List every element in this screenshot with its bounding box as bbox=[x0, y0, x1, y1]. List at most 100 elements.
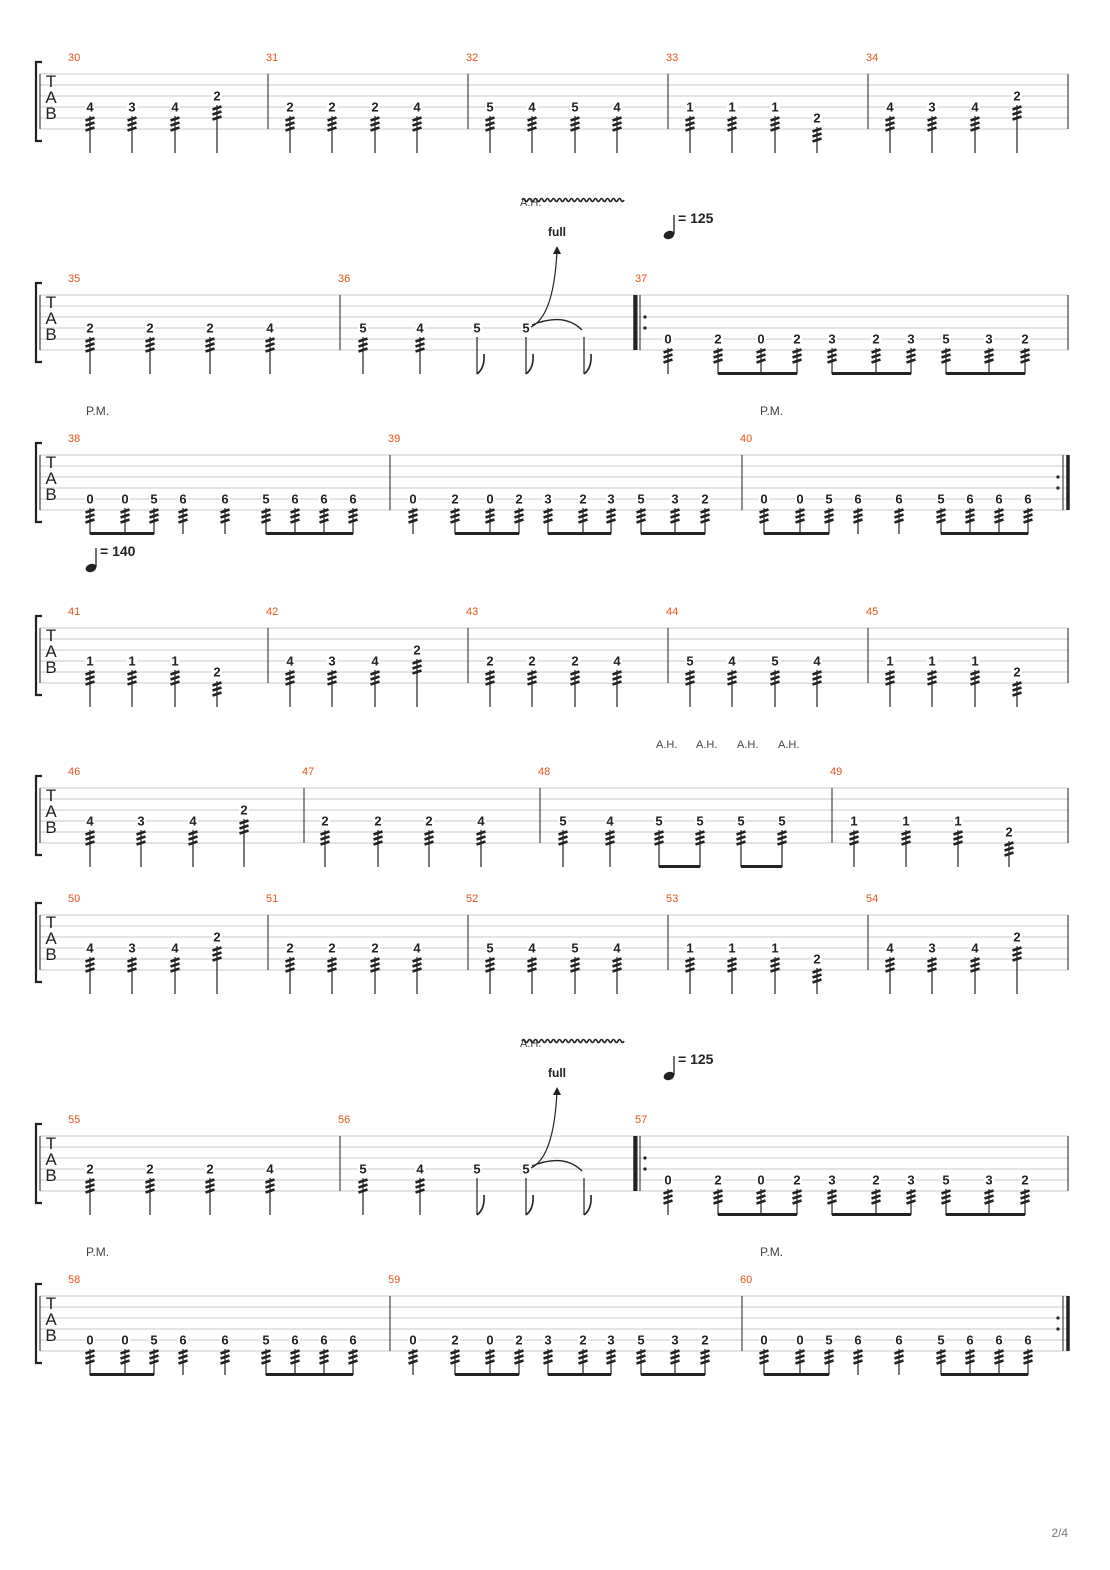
fret-background bbox=[777, 814, 787, 827]
tremolo-slash bbox=[984, 1189, 994, 1195]
fret-background bbox=[149, 1333, 159, 1346]
tremolo-slash bbox=[285, 962, 295, 968]
fret-background bbox=[85, 321, 95, 334]
tremolo-slash bbox=[412, 659, 422, 665]
tab-clef-letter: T bbox=[46, 913, 56, 932]
fret-background bbox=[636, 492, 646, 505]
tremolo-slash bbox=[85, 1188, 95, 1194]
fret-background bbox=[685, 941, 695, 954]
tremolo-slash bbox=[485, 967, 495, 973]
fret-number: 0 bbox=[757, 332, 764, 347]
fret-number: 0 bbox=[664, 1173, 671, 1188]
tremolo-slash bbox=[261, 1359, 271, 1365]
fret-background bbox=[901, 814, 911, 827]
tremolo-slash bbox=[120, 508, 130, 514]
note-beam bbox=[832, 372, 911, 375]
fret-background bbox=[795, 1333, 805, 1346]
tremolo-slash bbox=[145, 342, 155, 348]
tremolo-slash bbox=[970, 126, 980, 132]
fret-number: 2 bbox=[1013, 89, 1020, 104]
tremolo-slash bbox=[685, 680, 695, 686]
fret-number: 2 bbox=[86, 321, 93, 336]
fret-number: 5 bbox=[637, 492, 644, 507]
fret-background bbox=[756, 332, 766, 345]
tremolo-slash bbox=[578, 518, 588, 524]
fret-number: 5 bbox=[150, 1333, 157, 1348]
repeat-dot bbox=[1056, 486, 1060, 490]
tremolo-slash bbox=[1012, 951, 1022, 957]
tremolo-slash bbox=[812, 670, 822, 676]
tremolo-slash bbox=[927, 126, 937, 132]
vibrato-wave bbox=[521, 197, 625, 203]
fret-background bbox=[261, 492, 271, 505]
fret-background bbox=[824, 492, 834, 505]
tremolo-slash bbox=[941, 1194, 951, 1200]
fret-background bbox=[476, 814, 486, 827]
tremolo-slash bbox=[727, 121, 737, 127]
tremolo-slash bbox=[927, 116, 937, 122]
fret-number: 4 bbox=[613, 941, 621, 956]
fret-background bbox=[145, 1162, 155, 1175]
fret-background bbox=[149, 492, 159, 505]
fret-background bbox=[695, 814, 705, 827]
tremolo-slash bbox=[792, 1189, 802, 1195]
tremolo-slash bbox=[578, 1359, 588, 1365]
fret-number: 2 bbox=[240, 803, 247, 818]
artificial-harmonic-label: A.H. bbox=[737, 739, 758, 751]
tremolo-slash bbox=[415, 1183, 425, 1189]
fret-background bbox=[1012, 930, 1022, 943]
fret-background bbox=[885, 100, 895, 113]
tremolo-slash bbox=[85, 1178, 95, 1184]
tremolo-slash bbox=[994, 513, 1004, 519]
measure-number: 59 bbox=[388, 1274, 400, 1286]
tempo-note-head bbox=[85, 563, 97, 573]
tremolo-slash bbox=[358, 1178, 368, 1184]
tremolo-slash bbox=[358, 337, 368, 343]
tremolo-slash bbox=[408, 518, 418, 524]
tremolo-slash bbox=[527, 116, 537, 122]
fret-number: 6 bbox=[854, 492, 861, 507]
fret-number: 2 bbox=[515, 492, 522, 507]
tremolo-slash bbox=[265, 347, 275, 353]
tremolo-slash bbox=[212, 681, 222, 687]
tremolo-slash bbox=[578, 1354, 588, 1360]
tremolo-slash bbox=[543, 1359, 553, 1365]
tremolo-slash bbox=[927, 121, 937, 127]
tab-clef-letter: B bbox=[45, 658, 56, 677]
tremolo-slash bbox=[170, 121, 180, 127]
tremolo-slash bbox=[685, 121, 695, 127]
tremolo-slash bbox=[994, 1359, 1004, 1365]
fret-background bbox=[412, 643, 422, 656]
tremolo-slash bbox=[685, 962, 695, 968]
tremolo-slash bbox=[770, 126, 780, 132]
note-flag bbox=[525, 353, 534, 375]
tremolo-slash bbox=[412, 121, 422, 127]
fret-number: 5 bbox=[571, 941, 578, 956]
tremolo-slash bbox=[514, 1359, 524, 1365]
fret-background bbox=[220, 1333, 230, 1346]
fret-number: 5 bbox=[937, 492, 944, 507]
tremolo-slash bbox=[85, 840, 95, 846]
fret-number: 2 bbox=[872, 332, 879, 347]
fret-background bbox=[170, 654, 180, 667]
fret-number: 6 bbox=[221, 1333, 228, 1348]
bend-arrowhead bbox=[553, 246, 561, 254]
tremolo-slash bbox=[212, 691, 222, 697]
fret-number: 2 bbox=[793, 332, 800, 347]
fret-background bbox=[527, 941, 537, 954]
tremolo-slash bbox=[612, 670, 622, 676]
tremolo-slash bbox=[606, 518, 616, 524]
fret-number: 4 bbox=[613, 100, 621, 115]
tremolo-slash bbox=[927, 675, 937, 681]
note-beam bbox=[718, 372, 797, 375]
fret-background bbox=[290, 492, 300, 505]
fret-background bbox=[485, 492, 495, 505]
tremolo-slash bbox=[570, 126, 580, 132]
tremolo-slash bbox=[558, 840, 568, 846]
fret-number: 1 bbox=[728, 941, 735, 956]
measure-number: 55 bbox=[68, 1114, 80, 1126]
fret-background bbox=[663, 1173, 673, 1186]
tremolo-slash bbox=[612, 126, 622, 132]
